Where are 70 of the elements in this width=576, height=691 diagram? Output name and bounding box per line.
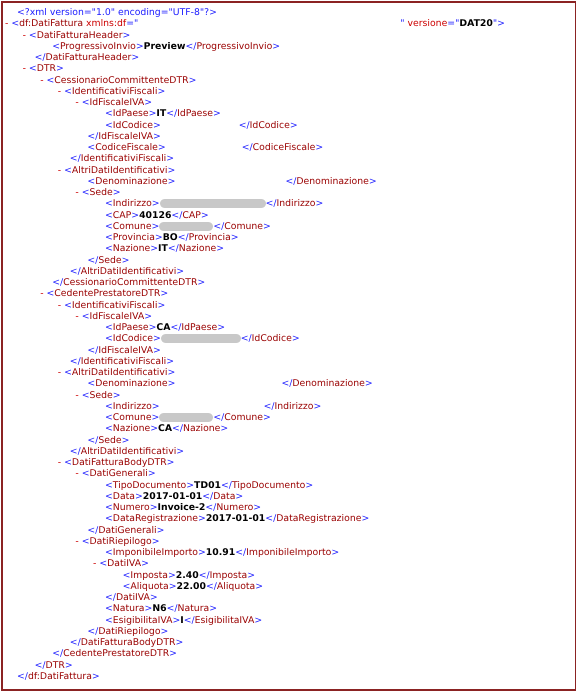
- xml-line: - <CedentePrestatoreDTR>: [40, 288, 168, 300]
- xml-line: </IdentificativiFiscali>: [70, 153, 174, 164]
- xml-line: </IdCodice>: [238, 120, 298, 130]
- xml-line: <Nazione>IT</Nazione>: [105, 243, 224, 254]
- xml-line: <IdPaese>CA</IdPaese>: [105, 322, 225, 333]
- xml-line: - <Sede>: [75, 390, 121, 400]
- xml-line: </Indirizzo>: [266, 198, 324, 210]
- xml-line: </Indirizzo>: [264, 400, 322, 412]
- xml-line: </CodiceFiscale>: [242, 142, 324, 153]
- xml-line: <Numero>Invoice-2</Numero>: [105, 502, 262, 513]
- xml-line: </CessionarioCommittenteDTR>: [52, 277, 206, 288]
- xml-line: <IdCodice>: [105, 120, 161, 130]
- xml-line: </AltriDatiIdentificativi>: [70, 266, 184, 277]
- xml-line: <Indirizzo>: [105, 198, 160, 210]
- xml-line: <CAP>40126</CAP>: [105, 210, 209, 220]
- xml-line: </Denominazione>: [285, 176, 377, 187]
- xml-line: </DTR>: [34, 660, 73, 670]
- xml-line: <Nazione>CA</Nazione>: [105, 423, 228, 434]
- xml-line: - <Sede>: [75, 187, 121, 198]
- xml-line: - <AltriDatiIdentificativi>: [58, 367, 176, 378]
- xml-line: <Comune>: [105, 220, 160, 232]
- xml-line: <Denominazione>: [87, 378, 176, 390]
- xml-line: <Provincia>BO</Provincia>: [105, 232, 239, 243]
- xml-line: </Sede>: [87, 254, 130, 266]
- xml-line: <Natura>N6</Natura>: [105, 603, 218, 614]
- xml-line: - <DatiFatturaHeader>: [22, 30, 130, 40]
- xml-line: - <DTR>: [22, 63, 64, 74]
- xml-line: " versione="DAT20">: [400, 18, 505, 30]
- xml-line: <Indirizzo>: [105, 400, 160, 412]
- xml-line: <DataRegistrazione>2017-01-01</DataRegistrazione>: [105, 513, 370, 524]
- xml-line: <CodiceFiscale>: [87, 142, 166, 153]
- xml-line: </Comune>: [213, 412, 271, 423]
- xml-line: - <IdentificativiFiscali>: [58, 300, 166, 310]
- xml-line: <Denominazione>: [87, 176, 176, 187]
- xml-line: <ImponibileImporto>10.91</ImponibileImporto>: [105, 547, 340, 558]
- xml-line: </df:DatiFattura>: [17, 670, 100, 682]
- xml-line: </AltriDatiIdentificativi>: [70, 446, 184, 457]
- xml-line: <IdCodice>: [105, 333, 161, 344]
- xml-line: </IdFiscaleIVA>: [87, 130, 161, 142]
- xml-line: <?xml version="1.0" encoding="UTF-8"?>: [17, 7, 217, 18]
- xml-line: </IdentificativiFiscali>: [70, 356, 174, 367]
- xml-line: </DatiFatturaBodyDTR>: [70, 637, 184, 648]
- xml-line: - <DatiFatturaBodyDTR>: [58, 457, 174, 468]
- xml-line: - <IdFiscaleIVA>: [75, 310, 152, 322]
- xml-line: </Denominazione>: [281, 378, 373, 390]
- xml-line: <Imposta>2.40</Imposta>: [122, 570, 256, 580]
- xml-line: <TipoDocumento>TD01</TipoDocumento>: [105, 480, 314, 490]
- xml-line: - <AltriDatiIdentificativi>: [58, 164, 176, 176]
- xml-line: - <CessionarioCommittenteDTR>: [40, 74, 196, 86]
- xml-line: - <IdFiscaleIVA>: [75, 97, 152, 108]
- xml-line: </DatiIVA>: [105, 592, 158, 603]
- xml-line: </IdFiscaleIVA>: [87, 344, 161, 356]
- xml-line: <Aliquota>22.00</Aliquota>: [122, 580, 264, 592]
- xml-line: </IdCodice>: [240, 333, 300, 344]
- xml-line: <IdPaese>IT</IdPaese>: [105, 108, 221, 120]
- xml-line: </DatiRiepilogo>: [87, 626, 168, 637]
- xml-line: <Data>2017-01-01</Data>: [105, 490, 244, 502]
- xml-line: </CedentePrestatoreDTR>: [52, 648, 177, 660]
- xml-line: - <IdentificativiFiscali>: [58, 86, 166, 97]
- xml-line: </DatiGenerali>: [87, 524, 164, 536]
- xml-line: </Sede>: [87, 434, 130, 446]
- xml-line: </DatiFatturaHeader>: [34, 52, 140, 63]
- xml-line: <EsigibilitaIVA>I</EsigibilitaIVA>: [105, 614, 262, 626]
- xml-line: - <DatiRiepilogo>: [75, 536, 160, 547]
- xml-line: - <DatiGenerali>: [75, 468, 156, 480]
- xml-line: <ProgressivoInvio>Preview</ProgressivoInvio>: [52, 40, 280, 52]
- xml-line: - <df:DatiFattura xmlns:df=": [5, 18, 138, 30]
- xml-line: - <DatiIVA>: [93, 558, 149, 570]
- xml-line: <Comune>: [105, 412, 160, 423]
- xml-line: </Comune>: [213, 220, 271, 232]
